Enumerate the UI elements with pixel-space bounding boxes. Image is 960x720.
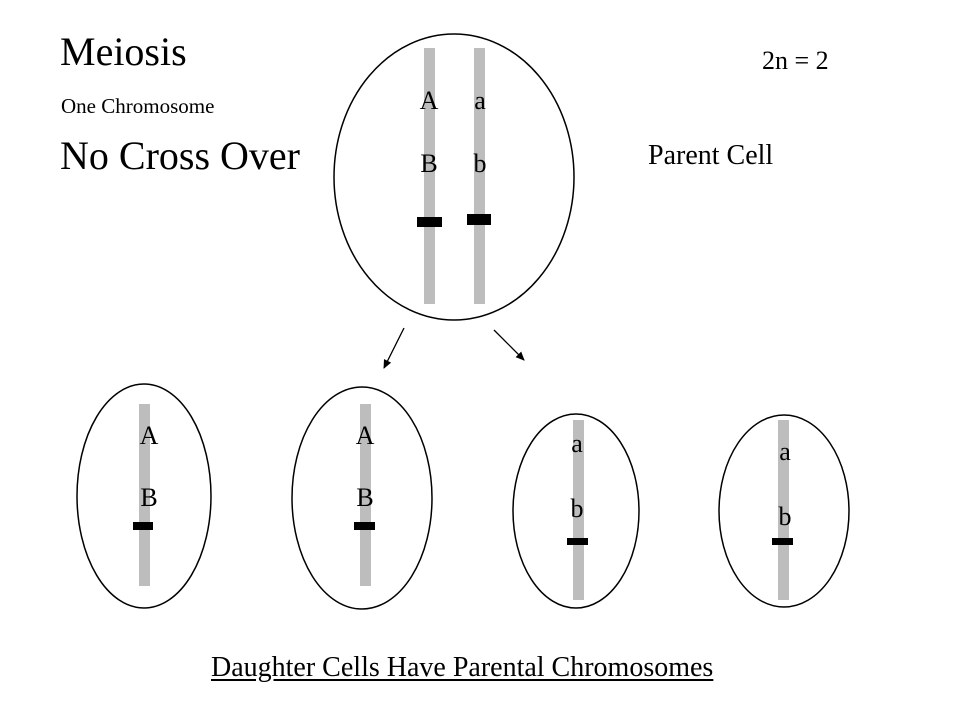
allele-label: A <box>140 421 159 450</box>
daughter-cell-3: a b <box>512 413 640 609</box>
division-arrow-left <box>383 327 405 369</box>
diagram-subtitle: One Chromosome <box>61 94 215 118</box>
chromosome-arm <box>360 404 371 586</box>
parent-chromosome-2: a b <box>467 48 491 304</box>
allele-label: A <box>420 86 439 115</box>
allele-label: a <box>571 429 583 458</box>
crossover-mode-heading: No Cross Over <box>60 133 300 178</box>
allele-label: b <box>779 502 792 531</box>
allele-label: B <box>420 149 437 178</box>
centromere <box>133 522 153 530</box>
parent-chromosome-1: A B <box>417 48 442 304</box>
daughter-cell-membrane <box>291 386 433 610</box>
centromere <box>567 538 588 545</box>
allele-label: B <box>140 483 157 512</box>
chromosome-arm <box>474 48 485 304</box>
allele-label: B <box>356 483 373 512</box>
centromere <box>772 538 793 545</box>
chromosome-arm <box>424 48 435 304</box>
daughter-cell-1: A B <box>76 383 212 609</box>
allele-label: b <box>474 149 487 178</box>
centromere <box>354 522 375 530</box>
daughter-cell-4: a b <box>718 414 850 608</box>
daughter-cells-caption: Daughter Cells Have Parental Chromosomes <box>211 652 714 683</box>
daughter-cell-2: A B <box>291 386 433 610</box>
division-arrow-right <box>493 329 525 361</box>
allele-label: a <box>779 437 791 466</box>
chromosome-arm <box>139 404 150 586</box>
parent-cell-label: Parent Cell <box>648 140 774 171</box>
chromosome-arm <box>778 420 789 600</box>
allele-label: a <box>474 86 486 115</box>
allele-label: A <box>356 421 375 450</box>
centromere <box>467 214 491 225</box>
centromere <box>417 217 442 227</box>
ploidy-label: 2n = 2 <box>762 46 829 75</box>
daughter-cell-membrane <box>512 413 640 609</box>
allele-label: b <box>571 494 584 523</box>
daughter-cell-membrane <box>718 414 850 608</box>
diagram-title: Meiosis <box>60 29 187 74</box>
daughter-cell-membrane <box>76 383 212 609</box>
parent-cell: A B a b <box>333 33 575 321</box>
chromosome-arm <box>573 420 584 600</box>
parent-cell-membrane <box>333 33 575 321</box>
